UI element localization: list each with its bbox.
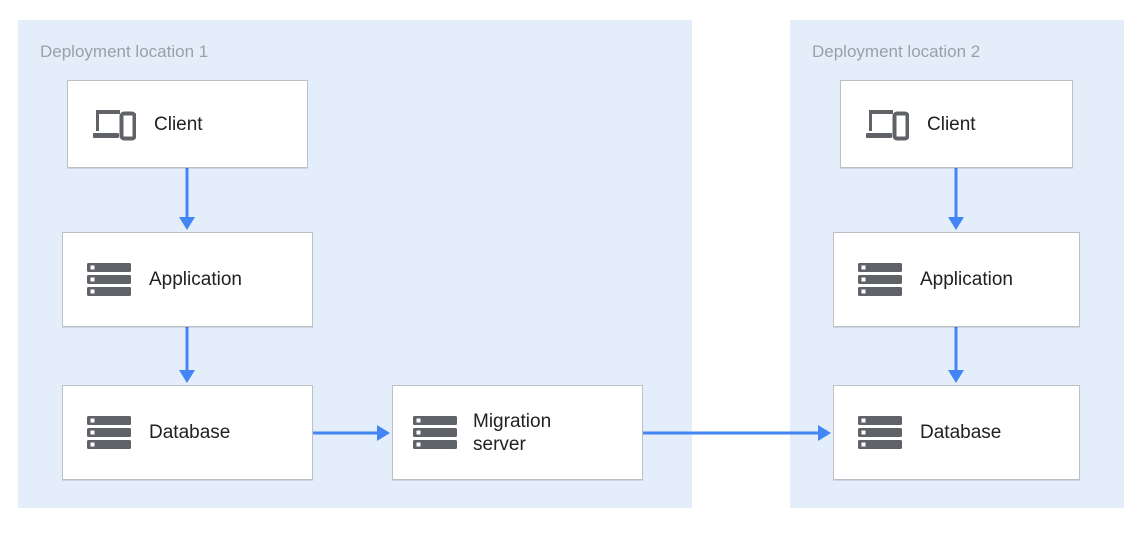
node-label: Client — [927, 113, 976, 135]
server-icon — [411, 409, 459, 457]
node-label: Database — [920, 422, 1002, 443]
server-icon — [856, 409, 904, 457]
node-migration-server[interactable]: Migration server — [392, 385, 643, 480]
node-application-2[interactable]: Application — [833, 232, 1080, 327]
server-icon — [85, 256, 133, 304]
zone-label-deployment-location-1: Deployment location 1 — [40, 42, 209, 61]
node-application-1[interactable]: Application — [62, 232, 313, 327]
node-client-2[interactable]: Client — [840, 80, 1073, 168]
server-icon — [856, 256, 904, 304]
node-database-2[interactable]: Database — [833, 385, 1080, 480]
node-label: Client — [154, 113, 203, 135]
devices-icon — [90, 100, 138, 148]
node-label: Application — [149, 269, 242, 290]
node-client-1[interactable]: Client — [67, 80, 308, 168]
node-label: Application — [920, 269, 1013, 290]
server-icon — [85, 409, 133, 457]
node-label: Database — [149, 422, 231, 443]
node-database-1[interactable]: Database — [62, 385, 313, 480]
zone-label-deployment-location-2: Deployment location 2 — [812, 42, 981, 61]
devices-icon — [863, 100, 911, 148]
node-label: Migration server — [473, 410, 552, 455]
